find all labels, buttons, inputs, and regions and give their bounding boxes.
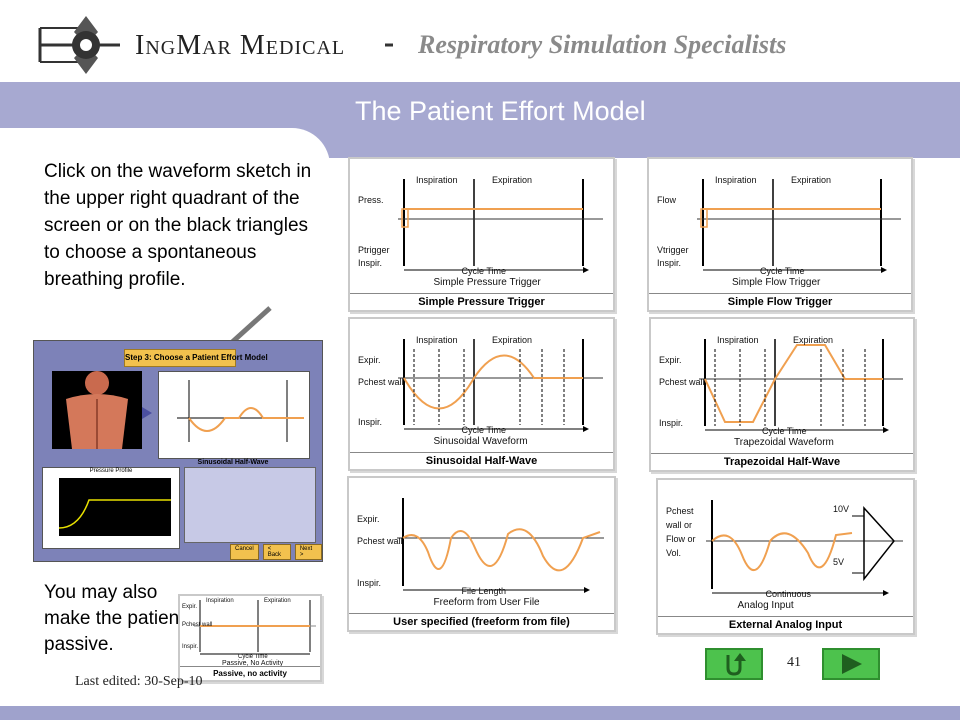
x-axis-label: Cycle Time	[762, 426, 807, 436]
y-axis-bottom-label: Inspir.	[657, 258, 682, 268]
y-axis-bottom-label: Inspir.	[358, 258, 383, 268]
brand-name: IngMar Medical	[135, 30, 346, 61]
panel-subtitle: Simple Pressure Trigger	[433, 277, 541, 288]
panel-subtitle: Trapezoidal Waveform	[734, 437, 834, 448]
x-axis-label: Continuous	[765, 589, 812, 599]
panel-caption: Sinusoidal Half-Wave	[350, 452, 613, 467]
phase-inspiration-label: Inspiration	[715, 175, 757, 185]
panel-subtitle: Simple Flow Trigger	[732, 277, 821, 288]
panel-caption: Simple Pressure Trigger	[350, 293, 613, 308]
cancel-button[interactable]: Cancel	[230, 544, 259, 560]
back-button[interactable]: < Back	[262, 544, 291, 560]
panel-subtitle: Freeform from User File	[433, 597, 540, 608]
y-axis-top-label: Expir.	[659, 355, 682, 365]
passive-waveform-sketch	[194, 600, 316, 655]
phase-inspiration-label: Inspiration	[416, 175, 458, 185]
x-axis-label: Cycle Time	[461, 266, 507, 276]
passive-note-text: You may also make the patient passive.	[44, 582, 185, 655]
passive-subtitle: Passive, No Activity	[222, 660, 284, 667]
u-turn-arrow-icon	[726, 653, 746, 676]
phase-inspiration-label: Inspiration	[416, 335, 458, 345]
passive-phase1: Inspiration	[206, 598, 234, 604]
panel-subtitle: Sinusoidal Waveform	[433, 436, 528, 447]
pressure-profile-title: Pressure Profile	[89, 468, 133, 474]
passive-ylabel-sub: Pchest wall	[182, 622, 213, 628]
triangle-selector-icon[interactable]	[142, 407, 152, 419]
slide-title: The Patient Effort Model	[355, 96, 646, 126]
y-axis-sub-label: Ptrigger	[358, 245, 390, 255]
last-edited-label: Last edited: 30-Sep-10	[75, 674, 203, 689]
phase-expiration-label: Expiration	[791, 175, 832, 185]
software-screenshot: Step 3: Choose a Patient Effort Model Si…	[33, 340, 323, 562]
y-axis-top-label: Flow	[657, 195, 677, 205]
y-axis-bottom-label: Inspir.	[659, 418, 684, 428]
waveform-sketch	[697, 179, 901, 273]
mini-waveform[interactable]	[158, 371, 310, 459]
header: IngMar Medical Respiratory Simulation Sp…	[0, 0, 960, 82]
passive-ybottom: Inspir.	[182, 644, 199, 650]
panel-caption: User specified (freeform from file)	[349, 613, 614, 628]
phase-expiration-label: Expiration	[492, 335, 533, 345]
panel-subtitle: Analog Input	[737, 600, 794, 611]
bottom-band	[0, 706, 960, 720]
play-triangle-icon	[842, 654, 862, 674]
x-axis-label: Cycle Time	[760, 266, 805, 276]
y-axis-top-label: Pchest wall or Flow or Vol.	[666, 506, 696, 558]
waveform-sketch	[706, 500, 903, 596]
next-button[interactable]: Next >	[294, 544, 322, 560]
settings-panel	[184, 467, 316, 543]
y-axis-bottom-label: Inspir.	[358, 417, 383, 427]
passive-axis-label: Cycle Time	[238, 654, 268, 660]
x-axis-label: File Length	[461, 586, 507, 596]
phase-expiration-label: Expiration	[492, 175, 533, 185]
passive-ylabel-top: Expir.	[182, 604, 198, 610]
passive-waveform-panel[interactable]: Inspiration Expiration Expir. Pchest wal…	[178, 594, 322, 682]
panel-caption: External Analog Input	[658, 616, 913, 631]
voltage-high-label: 10V	[833, 504, 850, 514]
brand-logo-icon	[38, 16, 393, 74]
phase-expiration-label: Expiration	[793, 335, 834, 345]
pressure-profile-plot: Pressure Profile	[42, 467, 180, 549]
passive-phase2: Expiration	[264, 598, 291, 604]
y-axis-sub-label: Pchest wall	[357, 536, 403, 546]
waveform-sketch	[398, 339, 603, 432]
step-banner: Step 3: Choose a Patient Effort Model	[124, 349, 268, 367]
mini-waveform-caption: Sinusoidal Half-Wave	[197, 459, 269, 466]
torso-image	[52, 371, 142, 449]
step-label: Step 3:	[125, 353, 152, 362]
y-axis-top-label: Press.	[358, 195, 384, 205]
waveform-sketch	[699, 339, 903, 433]
wizard-buttons: Cancel < Back Next >	[230, 544, 322, 560]
phase-inspiration-label: Inspiration	[717, 335, 759, 345]
page-number: 41	[787, 655, 801, 670]
passive-panel-caption: Passive, no activity	[180, 666, 320, 678]
next-nav-button[interactable]	[822, 648, 880, 680]
back-nav-button[interactable]	[705, 648, 763, 680]
y-axis-bottom-label: Inspir.	[357, 578, 382, 588]
y-axis-top-label: Expir.	[357, 514, 380, 524]
y-axis-sub-label: Pchest wall	[659, 377, 705, 387]
step-title: Choose a Patient Effort Model	[153, 353, 268, 362]
y-axis-top-label: Expir.	[358, 355, 381, 365]
waveform-sketch	[398, 179, 603, 273]
panel-caption: Trapezoidal Half-Wave	[651, 453, 913, 468]
instruction-text: Click on the waveform sketch in the uppe…	[44, 161, 312, 290]
y-axis-sub-label: Vtrigger	[657, 245, 689, 255]
tagline: Respiratory Simulation Specialists	[418, 30, 787, 59]
waveform-sketch	[397, 498, 604, 593]
voltage-low-label: 5V	[833, 557, 845, 567]
panel-caption: Simple Flow Trigger	[649, 293, 911, 308]
x-axis-label: Cycle Time	[461, 425, 507, 435]
y-axis-sub-label: Pchest wall	[358, 377, 404, 387]
